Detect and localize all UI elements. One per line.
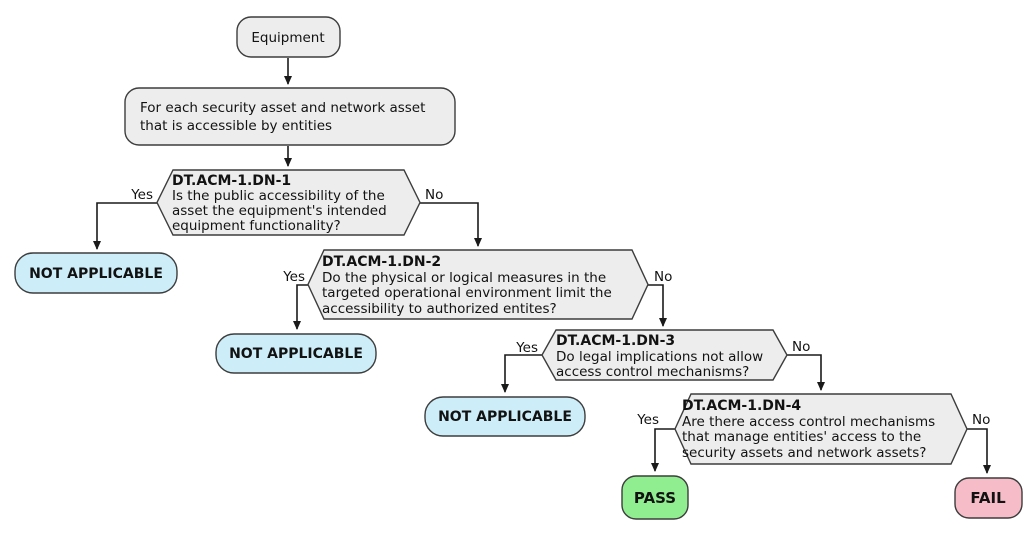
outcome-not-applicable-1 <box>14 252 178 294</box>
dn3-yes-label: Yes <box>515 340 538 356</box>
dn2-no-label: No <box>654 269 672 285</box>
outcome-pass <box>621 475 689 520</box>
outcome-pass-label: PASS <box>634 489 676 507</box>
edge-dn1-yes <box>93 202 157 250</box>
decision-dn3-title: DT.ACM-1.DN-3 <box>556 333 675 349</box>
decision-dn2-title: DT.ACM-1.DN-2 <box>322 254 441 270</box>
decision-dn4-line: that manage entities' access to the <box>682 429 921 445</box>
decision-dn1-title: DT.ACM-1.DN-1 <box>172 173 291 189</box>
edge-dn3-yes <box>501 354 542 393</box>
decision-dn3-line: access control mechanisms? <box>556 364 749 380</box>
dn3-no-label: No <box>792 339 810 355</box>
decision-dn4-line: Are there access control mechanisms <box>682 414 935 430</box>
edge-dn2-yes <box>293 284 308 330</box>
outcome-not-applicable-3-label: NOT APPLICABLE <box>438 409 572 425</box>
decision-dn1-line: Is the public accessibility of the <box>172 188 385 204</box>
edge-dn3-no <box>787 354 825 391</box>
outcome-not-applicable-3 <box>424 396 586 437</box>
dn4-yes-label: Yes <box>636 412 659 428</box>
dn1-yes-label: Yes <box>130 187 153 203</box>
decision-dn1-line: equipment functionality? <box>172 218 341 234</box>
decision-node-dn2 <box>307 249 649 320</box>
outcome-fail <box>954 477 1023 519</box>
outcome-not-applicable-1-label: NOT APPLICABLE <box>29 266 163 282</box>
decision-node-dn4 <box>674 393 968 465</box>
edge-dn4-no <box>967 428 991 474</box>
dn2-yes-label: Yes <box>282 269 305 285</box>
decision-dn3-line: Do legal implications not allow <box>556 349 763 365</box>
edge-dn4-yes <box>651 428 675 472</box>
decision-dn2-line: accessibility to authorized entites? <box>322 301 557 317</box>
decision-dn2-line: Do the physical or logical measures in t… <box>322 270 606 286</box>
process-node-line: For each security asset and network asse… <box>140 100 425 116</box>
decision-dn4-line: security assets and network assets? <box>682 445 926 461</box>
process-node <box>124 87 456 146</box>
start-node-label: Equipment <box>251 30 324 46</box>
outcome-fail-label: FAIL <box>970 489 1006 507</box>
decision-dn4-title: DT.ACM-1.DN-4 <box>682 398 801 414</box>
dn4-no-label: No <box>972 412 990 428</box>
edge-dn2-no <box>648 284 667 327</box>
outcome-not-applicable-2-label: NOT APPLICABLE <box>229 346 363 362</box>
start-node <box>236 16 341 58</box>
decision-node-dn1 <box>156 169 421 236</box>
decision-node-dn3 <box>541 329 788 381</box>
dn1-no-label: No <box>425 187 443 203</box>
edge-dn1-no <box>420 202 482 247</box>
outcome-not-applicable-2 <box>215 333 377 374</box>
process-node-line: that is accessible by entities <box>140 118 332 134</box>
decision-dn1-line: asset the equipment's intended <box>172 203 387 219</box>
decision-dn2-line: targeted operational environment limit t… <box>322 285 612 301</box>
